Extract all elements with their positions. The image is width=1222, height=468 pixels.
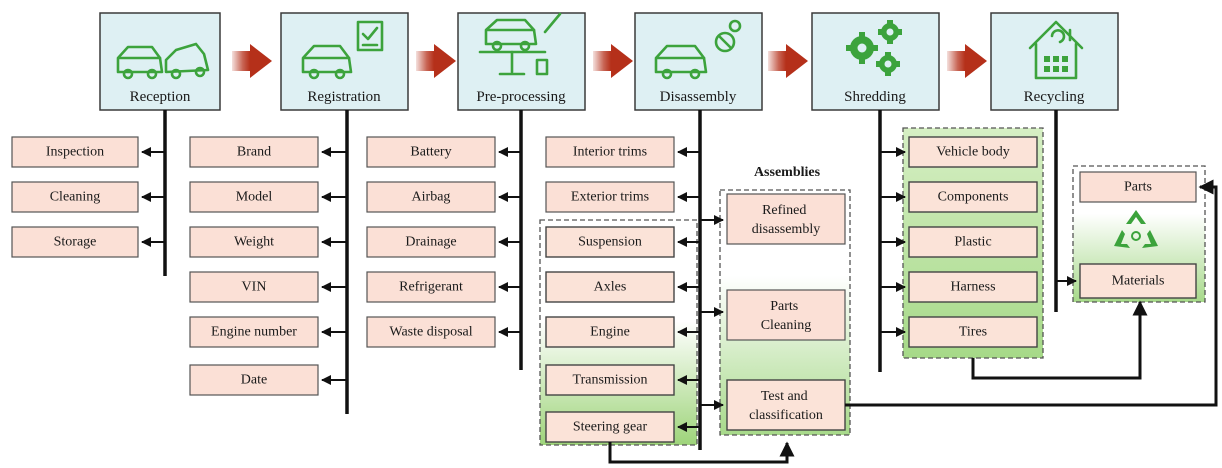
disassembly-group-border xyxy=(539,219,698,446)
assembly-refined-disassembly: Refined disassembly xyxy=(752,203,820,237)
arrow-registration-preprocessing xyxy=(416,44,456,78)
item-model: Model xyxy=(236,190,273,205)
item-engine: Engine xyxy=(590,325,630,340)
assembly-refined-line1: Refined xyxy=(762,203,806,218)
item-drainage: Drainage xyxy=(405,235,456,250)
item-vehicle-body: Vehicle body xyxy=(936,145,1009,160)
stage-label-registration: Registration xyxy=(307,89,381,105)
gears-icon xyxy=(846,20,902,76)
item-components: Components xyxy=(938,190,1009,205)
flow-connections xyxy=(608,179,1218,464)
assembly-test-line2: classification xyxy=(749,408,823,423)
item-weight: Weight xyxy=(234,235,274,250)
arrow-shredding-recycling xyxy=(947,44,987,78)
shredding-items: Vehicle body Components Plastic Harness … xyxy=(880,136,1038,348)
item-battery: Battery xyxy=(410,145,451,160)
item-storage: Storage xyxy=(54,235,97,250)
arrow-disassembly-shredding xyxy=(768,44,808,78)
stage-label-pre-processing: Pre-processing xyxy=(476,89,566,105)
item-axles: Axles xyxy=(594,280,627,295)
item-refrigerant: Refrigerant xyxy=(399,280,463,295)
stage-label-reception: Reception xyxy=(130,89,191,105)
assembly-test-line1: Test and xyxy=(761,389,808,404)
item-transmission: Transmission xyxy=(573,373,648,388)
stage-label-shredding: Shredding xyxy=(844,89,906,105)
item-materials: Materials xyxy=(1112,274,1165,289)
item-exterior-trims: Exterior trims xyxy=(571,190,649,205)
assemblies-title: Assemblies xyxy=(754,165,821,180)
arrow-reception-registration xyxy=(232,44,272,78)
registration-items: Brand Model Weight VIN Engine number Dat… xyxy=(189,136,347,396)
item-vin: VIN xyxy=(242,280,267,295)
item-suspension: Suspension xyxy=(578,235,642,250)
stage-label-disassembly: Disassembly xyxy=(660,89,737,105)
preprocessing-items: Battery Airbag Drainage Refrigerant Wast… xyxy=(366,136,521,348)
car-checklist-icon xyxy=(301,20,384,80)
assembly-test-classification: Test and classification xyxy=(749,389,823,423)
item-interior-trims: Interior trims xyxy=(573,145,647,160)
reception-items: Inspection Cleaning Storage xyxy=(11,136,165,258)
assembly-parts-cleaning: Parts Cleaning xyxy=(761,299,812,333)
item-airbag: Airbag xyxy=(412,190,451,205)
stage-arrows xyxy=(232,44,987,78)
item-harness: Harness xyxy=(950,280,995,295)
stage-disassembly: Disassembly xyxy=(634,12,763,111)
stage-reception: Reception xyxy=(99,12,221,111)
assembly-cleaning-line2: Cleaning xyxy=(761,318,812,333)
item-plastic: Plastic xyxy=(954,235,991,250)
assemblies: Assemblies Refined disassembly Parts Cle… xyxy=(700,165,846,431)
item-inspection: Inspection xyxy=(46,145,104,160)
disassembly-items: Interior trims Exterior trims Suspension… xyxy=(545,136,700,443)
item-parts: Parts xyxy=(1124,180,1152,195)
recycling-group-border xyxy=(1072,165,1206,303)
cars-icon xyxy=(116,42,210,80)
item-engine-number: Engine number xyxy=(211,325,297,340)
item-tires: Tires xyxy=(959,325,987,340)
stage-label-recycling: Recycling xyxy=(1024,89,1085,105)
stage-shredding: Shredding xyxy=(811,12,940,111)
stage-pre-processing: Pre-processing xyxy=(457,12,586,111)
item-brand: Brand xyxy=(237,145,271,160)
recycle-icon xyxy=(1114,210,1158,248)
arrow-preprocessing-disassembly xyxy=(593,44,633,78)
recycling-items: Parts Materials xyxy=(1056,171,1197,299)
assembly-refined-line2: disassembly xyxy=(752,222,820,237)
car-lift-icon xyxy=(478,12,562,76)
item-cleaning: Cleaning xyxy=(50,190,101,205)
assembly-cleaning-line1: Parts xyxy=(770,299,798,314)
recycle-house-icon xyxy=(1028,20,1084,80)
stage-registration: Registration xyxy=(280,12,409,111)
item-steering-gear: Steering gear xyxy=(573,420,648,435)
item-waste-disposal: Waste disposal xyxy=(389,325,472,340)
item-date: Date xyxy=(241,373,267,388)
car-wrench-icon xyxy=(654,19,742,80)
